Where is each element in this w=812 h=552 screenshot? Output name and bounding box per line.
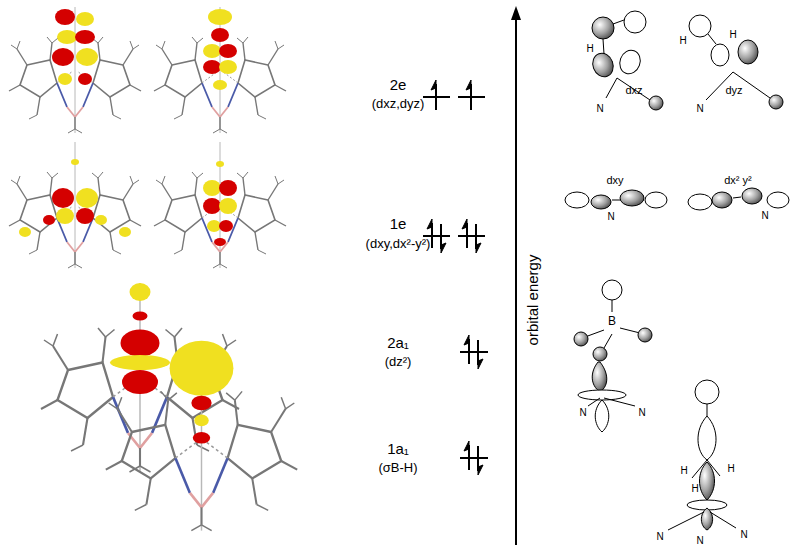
orbital-label: dxz	[625, 84, 642, 96]
orbital-symbol: 2e	[390, 77, 407, 94]
atom-label: H	[729, 29, 736, 40]
atom-label: B	[608, 315, 616, 328]
orbital-symbol: 2a₁	[387, 335, 409, 352]
atom-label: H	[727, 463, 734, 474]
orbital-symbol: 1e	[390, 216, 407, 233]
orbital-name: (σB-H)	[378, 461, 417, 475]
orbital-name: (dxy,dx²-y²)	[366, 237, 431, 251]
atom-label: N	[607, 211, 614, 222]
atom-label: N	[761, 210, 768, 221]
orbital-symbol: 1a₁	[387, 441, 409, 458]
orbital-label: dx² y²	[724, 174, 752, 186]
axis-label: orbital energy	[525, 255, 542, 346]
atom-label: N	[579, 407, 586, 418]
atom-label: N	[740, 529, 747, 540]
atom-label: N	[596, 103, 603, 114]
atom-label: H	[680, 465, 687, 476]
orbital-name: (dxz,dyz)	[372, 97, 425, 111]
atom-label: H	[586, 43, 593, 54]
orbital-label: dxy	[606, 174, 623, 186]
atom-label: N	[638, 407, 645, 418]
orbital-label: dyz	[725, 84, 742, 96]
atom-label: N	[656, 531, 663, 542]
atom-label: N	[696, 103, 703, 114]
orbital-name: (dz²)	[385, 355, 412, 369]
atom-label: H	[679, 35, 686, 46]
atom-label: H	[691, 483, 698, 494]
atom-label: N	[696, 535, 703, 546]
